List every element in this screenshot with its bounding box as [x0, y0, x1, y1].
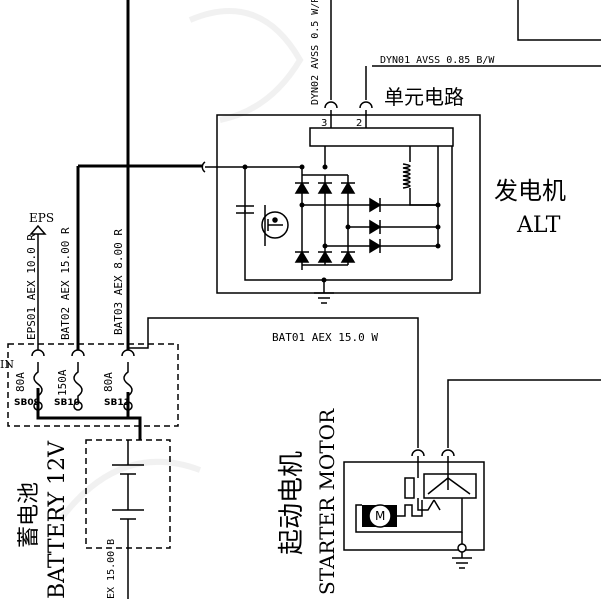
eps-label: EPS [29, 211, 54, 225]
alternator-ground-icon [314, 292, 334, 304]
fuse-elements [33, 362, 133, 411]
main-power-bus [36, 0, 205, 440]
starter-connector-pins [411, 449, 455, 457]
battery-lead-label: EX 15.00 B [106, 539, 117, 599]
fuse-id-sb10: SB10 [54, 398, 80, 408]
fuse-side-label: IN [0, 358, 14, 371]
rectifier-diodes [294, 181, 382, 263]
alt-pin-3: 3 [321, 118, 327, 129]
fuse-rating-sb09: 80A [14, 372, 27, 392]
fuse-id-sb11: SB11 [104, 398, 130, 408]
wire-label-dyn01: DYN01 AVSS 0.85 B/W [380, 55, 495, 66]
fuse-box [7, 343, 179, 427]
wire-label-dyn02: DYN02 AVSS 0.5 W/R [310, 0, 321, 105]
starter-label-en: STARTER MOTOR [315, 408, 339, 595]
wire-label-bat03: BAT03 AEX 8.00 R [112, 229, 125, 335]
fuse-connectors [31, 349, 135, 357]
starter-box [343, 454, 485, 551]
alt-pin-2: 2 [356, 118, 362, 129]
wire-label-bat02: BAT02 AEX 15.00 R [59, 227, 72, 340]
top-right-frame [372, 0, 601, 381]
fuse-rating-sb10: 150A [56, 369, 69, 396]
eps-connector-icon [29, 224, 47, 352]
starter-motor-symbol: M [375, 509, 385, 523]
watermark-logo [57, 8, 304, 522]
starter-label-cn: 起动电机 [277, 451, 307, 555]
wire-label-bat01: BAT01 AEX 15.0 W [272, 331, 378, 344]
battery-label-cn: 蓄电池 [17, 482, 42, 548]
alt-connector-pins [201, 101, 373, 173]
battery-label-en: BATTERY 12V [45, 440, 70, 599]
alternator-title-cn: 发电机 [494, 177, 566, 205]
rectifier-junction-dots [242, 164, 441, 283]
capacitor [236, 205, 254, 214]
fuse-id-sb09: SB09 [14, 398, 40, 408]
bat01-wire [128, 317, 452, 448]
wire-label-eps01: EPS01 AEX 10.0 R [25, 234, 38, 340]
alternator-title-en: ALT [516, 213, 561, 238]
starter-motor-icon [362, 504, 397, 528]
unit-circuit-label: 单元电路 [384, 85, 464, 109]
alternator-box [205, 110, 481, 294]
battery-box [85, 439, 171, 599]
regulator [261, 211, 289, 239]
dyn02-wire [330, 0, 367, 100]
fuse-rating-sb11: 80A [102, 372, 115, 392]
starter-ground-icon [452, 543, 472, 569]
field-coil [402, 163, 411, 189]
